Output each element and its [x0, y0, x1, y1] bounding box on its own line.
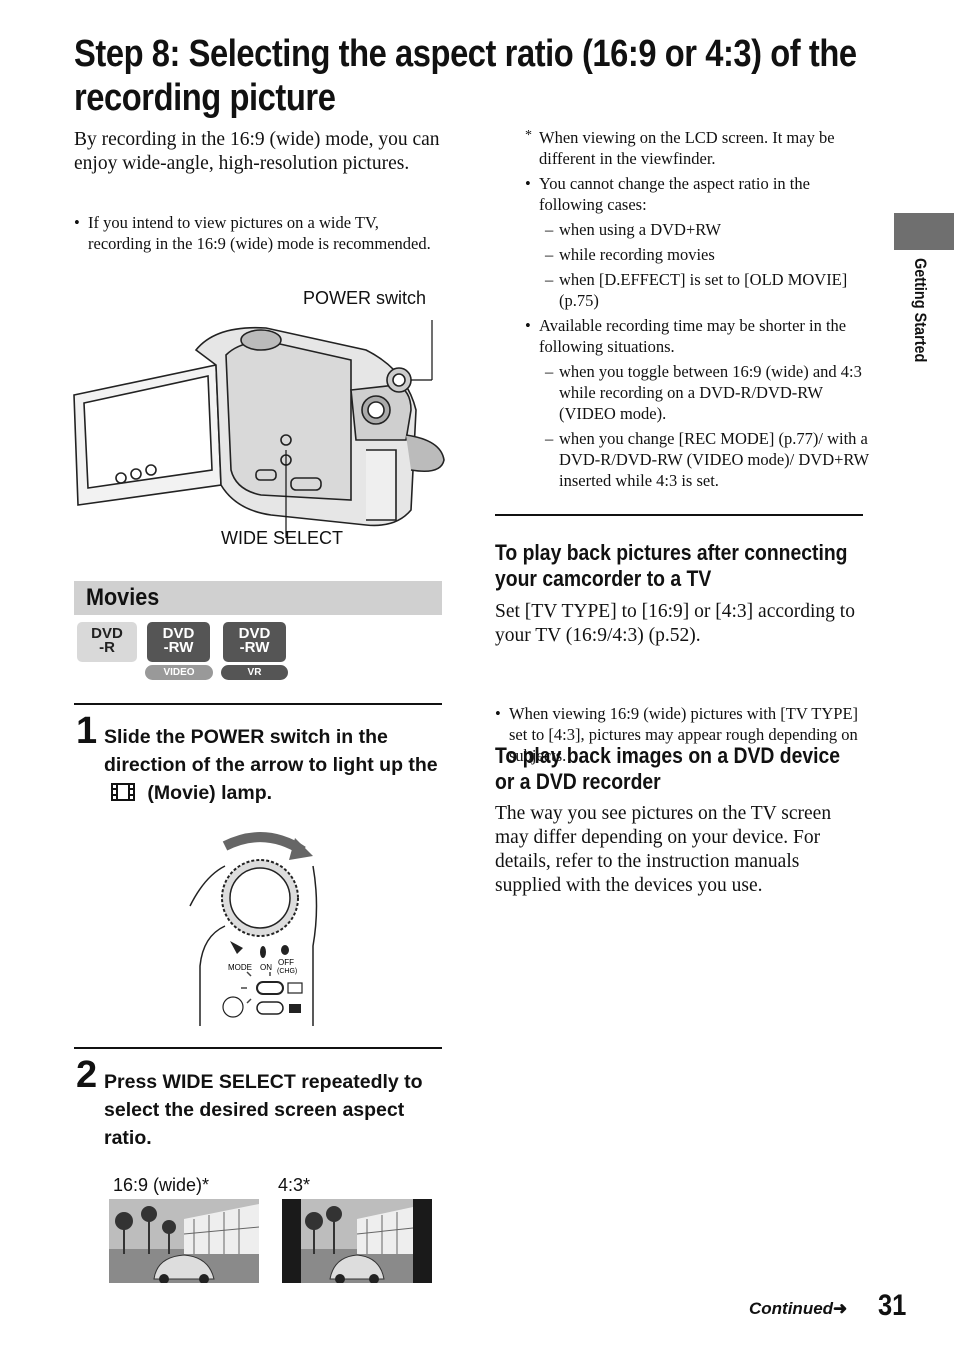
cannot-case: –when [D.EFFECT] is set to [OLD MOVIE] (… [545, 270, 848, 310]
continued-arrow-icon: ➜ [833, 1299, 848, 1318]
time-case: –when you toggle between 16:9 (wide) and… [545, 362, 862, 423]
badge-line2: -RW [239, 639, 270, 656]
movies-heading: Movies [86, 584, 160, 611]
step1-number: 1 [76, 710, 98, 752]
time-case-text: when you toggle between 16:9 (wide) and … [559, 362, 862, 423]
dvd-heading: To play back images on a DVD device or a… [495, 743, 841, 794]
power-switch-label: POWER switch [303, 288, 427, 308]
step2-text: Press WIDE SELECT repeatedly to select t… [104, 1071, 423, 1149]
dial-chg-text: (CHG) [277, 968, 297, 975]
wide-caption: 16:9 (wide)* [113, 1175, 210, 1195]
standard-mode-photo [282, 1199, 432, 1283]
right-notes: When viewing on the LCD screen. It may b… [525, 125, 870, 491]
badge-line1: DVD [238, 625, 271, 642]
cannot-case-text: while recording movies [559, 245, 715, 264]
badge-line2: -RW [163, 639, 194, 656]
intro-paragraph: By recording in the 16:9 (wide) mode, yo… [74, 129, 440, 174]
dial-on-text: ON [260, 963, 272, 972]
step2-rule [74, 1047, 442, 1049]
step1-text-a: Slide the POWER switch in the direction … [104, 726, 438, 776]
dvd-rw-vr-badge: DVD -RW [223, 622, 286, 662]
std-caption: 4:3* [278, 1175, 311, 1195]
step1-text-b: (Movie) lamp. [147, 782, 273, 804]
wide-mode-photo [109, 1199, 259, 1283]
side-tab-marker [894, 213, 954, 250]
vr-mode-pill: VR [221, 665, 288, 680]
tv-text: Set [TV TYPE] to [16:9] or [4:3] accordi… [495, 601, 855, 646]
page-title: Step 8: Selecting the aspect ratio (16:9… [74, 33, 857, 119]
continued-label: Continued➜ [749, 1299, 847, 1319]
badge-line2: -R [99, 639, 115, 656]
dvd-text: The way you see pictures on the TV scree… [495, 803, 832, 896]
movies-heading-bar [74, 581, 442, 615]
cannot-case-text: when [D.EFFECT] is set to [OLD MOVIE] (p… [559, 270, 848, 310]
movie-lamp-icon [110, 782, 136, 810]
page-number: 31 [878, 1289, 907, 1322]
tv-bullet: When viewing 16:9 (wide) pictures with [… [495, 703, 871, 766]
cannot-case: –when using a DVD+RW [545, 220, 721, 239]
power-dial-illustration: MODE ON OFF (CHG) [189, 832, 318, 1026]
cannot-case: –while recording movies [545, 245, 715, 264]
dvd-rw-video-badge: DVD -RW [147, 622, 210, 662]
step2-number: 2 [76, 1054, 98, 1096]
badge-line1: DVD [162, 625, 195, 642]
time-case-text: when you change [REC MODE] (p.77)/ with … [559, 429, 869, 490]
dial-off-text: OFF [278, 958, 294, 967]
dvd-r-badge: DVD -R [77, 622, 137, 662]
tv-heading: To play back pictures after connecting y… [495, 540, 848, 591]
cannot-case-text: when using a DVD+RW [559, 220, 721, 239]
side-tab-label: Getting Started [911, 258, 930, 363]
step1-text: Slide the POWER switch in the direction … [104, 723, 439, 810]
time-case: –when you change [REC MODE] (p.77)/ with… [545, 429, 869, 490]
video-mode-pill: VIDEO [145, 665, 213, 680]
note-cannot: You cannot change the aspect ratio in th… [525, 173, 870, 215]
camcorder-illustration [73, 320, 445, 538]
continued-text: Continued [749, 1299, 834, 1318]
tv-section-rule [495, 514, 863, 516]
dial-mode-text: MODE [228, 963, 252, 972]
badge-line1: DVD [91, 625, 123, 642]
wide-select-label: WIDE SELECT [221, 528, 344, 548]
step1-rule [74, 703, 442, 705]
intro-bullet: If you intend to view pictures on a wide… [74, 212, 438, 254]
note-time: Available recording time may be shorter … [525, 315, 870, 357]
note-star: When viewing on the LCD screen. It may b… [525, 125, 870, 169]
